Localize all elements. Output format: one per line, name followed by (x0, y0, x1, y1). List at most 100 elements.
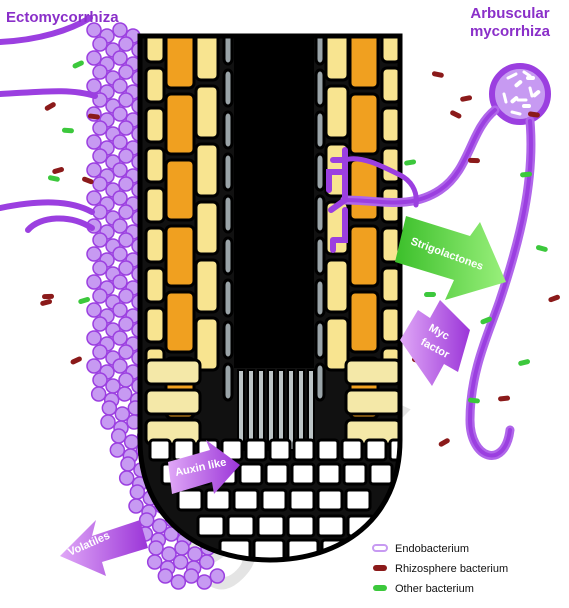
root-cap-cell (294, 440, 314, 460)
mantle-hypha-cell (87, 79, 101, 93)
mantle-hypha-cell (113, 79, 127, 93)
root-cap-cell (234, 490, 258, 510)
mantle-hypha-cell (129, 499, 143, 513)
mantle-hypha-cell (118, 387, 132, 401)
mantle-hypha-cell (101, 415, 115, 429)
mantle-hypha-cell (130, 485, 144, 499)
legend-item-other-bacterium: Other bacterium (373, 583, 474, 595)
other-bacterium (535, 245, 548, 253)
mantle-hypha-cell (113, 107, 127, 121)
arbuscular-title-line2: mycorrhiza (470, 23, 551, 40)
mantle-hypha-cell (197, 575, 211, 589)
root-cap-cell (270, 440, 290, 460)
mantle-hypha-cell (140, 513, 154, 527)
endodermis-cell (224, 364, 232, 400)
endobacterium-swatch (373, 545, 387, 551)
endodermis-cell (316, 196, 324, 232)
legend-label: Rhizosphere bacterium (395, 563, 508, 575)
legend-item-rhizosphere-bacterium: Rhizosphere bacterium (373, 563, 508, 575)
other-bacterium (424, 292, 436, 297)
endodermis-cell (316, 322, 324, 358)
mantle-hypha-cell (93, 65, 107, 79)
myc-factor-arrow: Myc factor (400, 300, 470, 386)
root-cap-cell (266, 464, 288, 484)
mantle-hypha-cell (184, 569, 198, 583)
endodermis-cell (224, 196, 232, 232)
root-cap-cell (288, 516, 314, 536)
mantle-hypha-cell (87, 359, 101, 373)
rhizosphere-bacterium (468, 158, 480, 164)
other-bacterium (78, 296, 91, 304)
meristem-cell (346, 360, 400, 384)
mantle-hypha-cell (119, 373, 133, 387)
cortex-cell (196, 260, 218, 312)
root-cap-cell (344, 464, 366, 484)
endodermis-cell (224, 112, 232, 148)
stele-initial-cell (238, 370, 244, 450)
other-bacterium-swatch (373, 585, 387, 591)
rhizosphere-bacterium (42, 294, 54, 299)
cortex-cell (350, 160, 378, 220)
mantle-hypha-cell (119, 317, 133, 331)
epidermis-cell (146, 188, 164, 222)
endobacterium (522, 104, 531, 108)
mantle-hypha-cell (87, 135, 101, 149)
strigolactones-arrow: Strigolactones (395, 216, 506, 300)
legend-label: Other bacterium (395, 583, 474, 595)
root-cap-cell (262, 490, 286, 510)
other-bacterium (48, 175, 61, 182)
cortex-cell (166, 160, 194, 220)
root-cap-cell (346, 490, 370, 510)
endodermis-cell (224, 238, 232, 274)
mantle-hypha-cell (110, 443, 124, 457)
mantle-hypha-cell (93, 261, 107, 275)
mantle-hypha-cell (113, 191, 127, 205)
meristem-cell (346, 390, 400, 414)
mantle-hypha-cell (121, 457, 135, 471)
cortex-cell (166, 94, 194, 154)
mantle-hypha-cell (92, 387, 106, 401)
mantle-hypha-cell (113, 331, 127, 345)
endodermis-cell (316, 364, 324, 400)
rhizosphere-bacterium (44, 101, 57, 111)
other-bacterium (404, 159, 417, 166)
mantle-hypha-cell (113, 275, 127, 289)
endobacterium (526, 76, 535, 80)
mantle-hypha-cell (93, 121, 107, 135)
meristem-cell (146, 390, 200, 414)
mantle-hypha-cell (158, 569, 172, 583)
root-cap-cell (254, 540, 284, 560)
cortex-cell (326, 318, 348, 370)
cortex-cell (350, 292, 378, 352)
root-cap-cell (246, 440, 266, 460)
mantle-hypha-cell (102, 401, 116, 415)
mantle-hypha-cell (119, 121, 133, 135)
mantle-hypha-cell (119, 177, 133, 191)
cortex-cell (350, 226, 378, 286)
root-cap-cell (318, 490, 342, 510)
stele-initial-cell (278, 370, 284, 450)
other-bacterium (62, 128, 74, 134)
root-cap-cell (150, 440, 170, 460)
mantle-hypha-cell (119, 149, 133, 163)
legend-item-endobacterium: Endobacterium (373, 543, 469, 555)
mantle-hypha-cell (113, 247, 127, 261)
endodermis-cell (316, 28, 324, 64)
mantle-hypha-cell (171, 575, 185, 589)
mantle-hypha-cell (113, 163, 127, 177)
mantle-hypha-cell (93, 37, 107, 51)
endodermis-cell (224, 70, 232, 106)
mantle-hypha-cell (93, 345, 107, 359)
legend: Endobacterium Rhizosphere bacterium Othe… (373, 543, 508, 595)
root-cap-cell (228, 516, 254, 536)
volatiles-arrow: Volatiles (60, 520, 148, 576)
mantle-hypha-cell (93, 149, 107, 163)
mantle-hypha-cell (93, 289, 107, 303)
root-cap-cell (318, 516, 344, 536)
endodermis-cell (316, 154, 324, 190)
mantle-hypha-cell (148, 555, 162, 569)
mantle-hypha-cell (87, 275, 101, 289)
root-cap-cell (318, 440, 338, 460)
cortex-cell (196, 86, 218, 138)
epidermis-cell (146, 228, 164, 262)
